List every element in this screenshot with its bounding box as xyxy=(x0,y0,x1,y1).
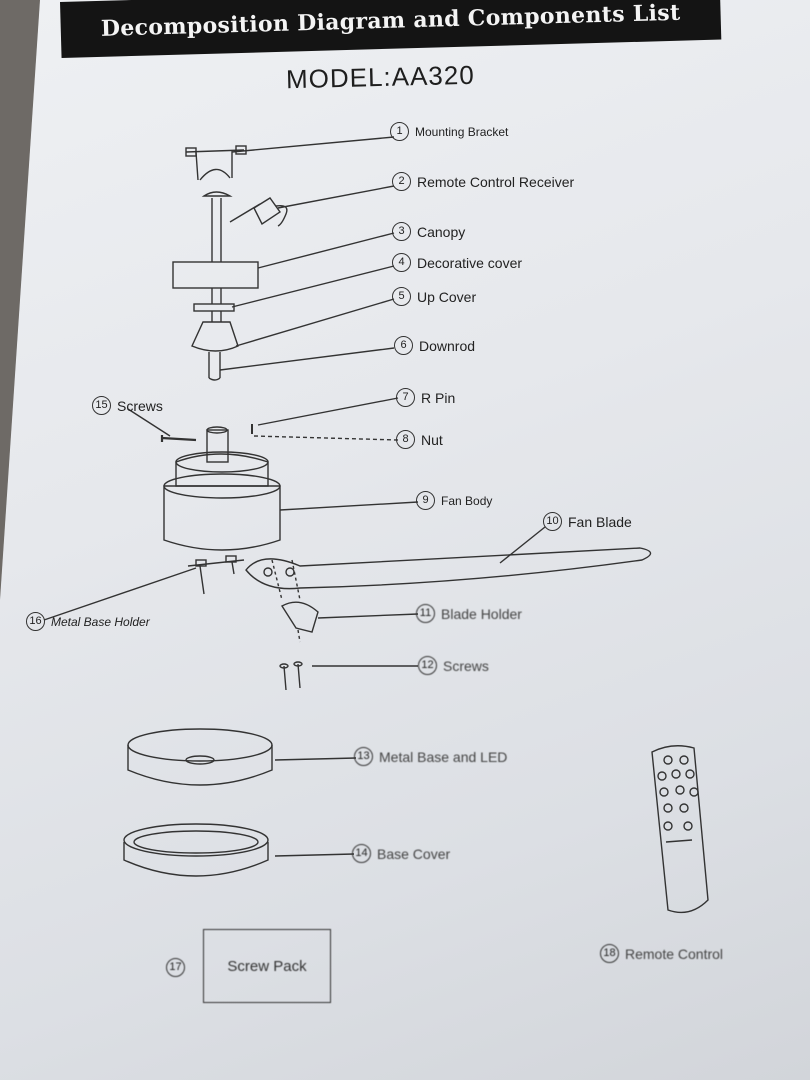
metal-base-led-part xyxy=(127,728,273,786)
leader-line-4 xyxy=(231,265,395,308)
leader-line-8 xyxy=(253,435,399,441)
fan-blade-part xyxy=(245,547,652,590)
leader-line-1 xyxy=(231,136,395,153)
screw-pack-box: Screw Pack xyxy=(203,929,331,1003)
component-label-10: 10 Fan Blade xyxy=(543,512,632,531)
component-label-1: 1 Mounting Bracket xyxy=(390,122,508,141)
blade-holder-part xyxy=(271,559,319,643)
component-label-6: 6 Downrod xyxy=(394,336,475,355)
leader-line-5 xyxy=(235,298,395,347)
component-label-7: 7 R Pin xyxy=(396,388,455,407)
component-label-18: 18 Remote Control xyxy=(600,944,723,963)
component-label-3: 3 Canopy xyxy=(392,222,465,241)
component-label-8: 8 Nut xyxy=(396,430,443,449)
base-cover-part xyxy=(123,823,269,877)
canopy-part xyxy=(172,191,259,289)
leader-line-3 xyxy=(257,232,395,269)
metal-base-holder-part xyxy=(187,555,245,595)
decorative-cover-part xyxy=(193,288,235,312)
leader-line-7 xyxy=(257,397,399,426)
mounting-bracket-part xyxy=(185,145,247,181)
component-label-12: 12 Screws xyxy=(418,656,489,675)
leader-line-11 xyxy=(317,613,419,619)
component-label-16: 16 Metal Base Holder xyxy=(26,612,150,631)
component-label-17: 17 xyxy=(166,958,185,977)
leader-line-14 xyxy=(274,853,355,857)
leader-line-9 xyxy=(279,501,419,511)
leader-line-15 xyxy=(127,408,171,437)
component-label-4: 4 Decorative cover xyxy=(392,253,522,272)
leader-line-13 xyxy=(274,757,357,761)
component-label-15: 15 Screws xyxy=(92,396,163,415)
blade-screws-part xyxy=(279,661,303,691)
leader-line-2 xyxy=(277,185,395,209)
leader-line-10 xyxy=(499,526,546,564)
component-label-5: 5 Up Cover xyxy=(392,287,476,306)
up-cover-part xyxy=(191,311,239,352)
fan-body-part xyxy=(163,426,281,551)
component-label-13: 13 Metal Base and LED xyxy=(354,747,507,766)
remote-control-part xyxy=(651,745,709,914)
leader-line-6 xyxy=(219,347,395,371)
downrod-part xyxy=(208,352,221,381)
component-label-9: 9 Fan Body xyxy=(416,491,492,510)
side-screw-part xyxy=(160,435,197,442)
remote-receiver-part xyxy=(229,197,288,227)
component-label-14: 14 Base Cover xyxy=(352,844,450,863)
component-label-11: 11 Blade Holder xyxy=(416,604,522,623)
leader-line-16 xyxy=(43,567,197,621)
component-label-2: 2 Remote Control Receiver xyxy=(392,172,574,191)
